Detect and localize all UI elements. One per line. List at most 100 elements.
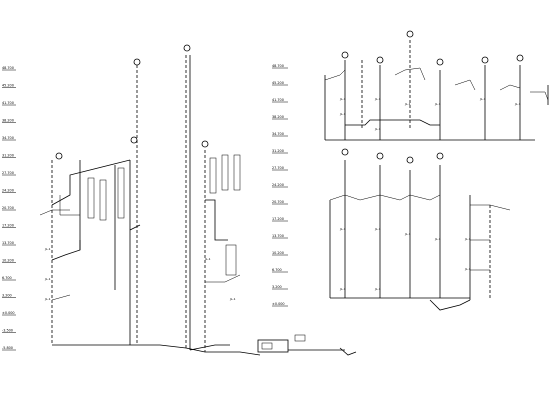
fixture-label: JL-1 <box>44 247 51 251</box>
level-label: 41.700 <box>2 101 14 105</box>
fixture-stack <box>209 157 217 194</box>
fixture-label: JL-1 <box>479 97 486 101</box>
fixture-label: JL-1 <box>339 97 346 101</box>
right-bottom-system <box>329 148 511 311</box>
left-level-labels: 48.700 45.200 41.700 38.200 34.700 31.200 27.7… <box>2 66 16 351</box>
collector-pipe <box>52 344 261 356</box>
fixture-label: JL-1 <box>464 237 471 241</box>
level-label: 10.200 <box>272 251 284 255</box>
fixture-label: JL-1 <box>44 297 51 301</box>
branch-pipe <box>470 204 511 211</box>
branch-pipe <box>329 194 441 201</box>
level-label: 31.200 <box>272 149 284 153</box>
fixture-label: JL-1 <box>374 287 381 291</box>
level-label: 41.700 <box>272 98 284 102</box>
branch-pipe <box>51 294 71 301</box>
riser-tag <box>376 56 384 64</box>
riser-tag <box>133 58 141 66</box>
fixture-label: JL-1 <box>434 237 441 241</box>
tank-box <box>257 339 289 353</box>
tank-box <box>261 342 273 350</box>
level-label: 17.200 <box>272 217 284 221</box>
level-label: 24.200 <box>272 183 284 187</box>
level-label: 48.700 <box>272 64 284 68</box>
fixture-label: JL-1 <box>229 297 236 301</box>
level-label: 31.200 <box>2 154 14 158</box>
branch-pipe <box>205 274 241 283</box>
level-label: 10.200 <box>2 259 14 263</box>
level-label: 27.700 <box>272 166 284 170</box>
riser-tag <box>516 54 524 62</box>
branch-pipe <box>324 69 346 81</box>
level-label: 6.700 <box>272 268 282 272</box>
fixture-label: JL-1 <box>44 277 51 281</box>
riser-tag <box>341 51 349 59</box>
riser-tag <box>406 156 414 164</box>
riser-tag <box>55 152 63 160</box>
fixture-label: JL-1 <box>374 127 381 131</box>
riser-tag <box>436 152 444 160</box>
valve-box <box>294 334 306 342</box>
level-label: 20.700 <box>2 206 14 210</box>
branch-pipe <box>454 79 476 91</box>
level-label: -5.800 <box>2 346 13 350</box>
level-label: ±0.000 <box>2 311 15 315</box>
right-top-system <box>324 30 549 141</box>
level-label: 38.200 <box>272 115 284 119</box>
fixture-label: JL-1 <box>404 102 411 106</box>
mid-level-labels: 48.70045.20041.70038.20034.70031.20027.7… <box>272 64 288 307</box>
branch-pipe <box>51 240 81 261</box>
fixture-label: JL-1 <box>339 287 346 291</box>
left-system <box>39 44 357 356</box>
branch-pipe <box>345 119 440 126</box>
riser-tag <box>406 30 414 38</box>
level-label: 45.200 <box>2 84 14 88</box>
riser-tag <box>130 136 138 144</box>
riser-tag <box>436 58 444 66</box>
level-label: 13.700 <box>272 234 284 238</box>
riser-tag <box>183 44 191 52</box>
fixture-stack <box>87 177 95 219</box>
level-label: 20.700 <box>272 200 284 204</box>
fixture-label: JL-1 <box>514 102 521 106</box>
branch-pipe <box>59 195 80 216</box>
fixture-label: JL-1 <box>204 257 211 261</box>
riser-tag <box>201 140 209 148</box>
level-label: 3.200 <box>2 294 12 298</box>
fixture-label: JL-1 <box>339 112 346 116</box>
fixture-stack <box>225 244 237 276</box>
branch-pipe <box>51 159 131 206</box>
fixture-label: JL-1 <box>374 97 381 101</box>
level-label: -3.500 <box>2 329 13 333</box>
level-label: 34.700 <box>2 136 14 140</box>
level-label: 17.200 <box>2 224 14 228</box>
branch-pipe <box>530 91 549 101</box>
fixture-label: JL-1 <box>374 227 381 231</box>
fixture-label: JL-1 <box>339 227 346 231</box>
level-label: 48.700 <box>2 66 14 70</box>
fixture-label: JL-1 <box>434 102 441 106</box>
level-label: 3.200 <box>272 285 282 289</box>
level-label: 13.700 <box>2 241 14 245</box>
fixture-label: JL-1 <box>404 232 411 236</box>
riser-tag <box>376 152 384 160</box>
fixture-stack <box>233 154 241 191</box>
branch-pipe <box>429 299 471 311</box>
fixture-label: JL-1 <box>464 267 471 271</box>
fixture-stack <box>117 167 125 219</box>
level-label: 6.700 <box>2 276 12 280</box>
level-label: 24.200 <box>2 189 14 193</box>
branch-pipe <box>394 67 426 81</box>
level-label: 34.700 <box>272 132 284 136</box>
riser-tag <box>481 56 489 64</box>
riser-tag <box>341 148 349 156</box>
level-label: 27.700 <box>2 171 14 175</box>
branch-pipe <box>129 224 141 231</box>
branch-pipe <box>39 209 70 216</box>
level-label: 38.200 <box>2 119 14 123</box>
fixture-stack <box>99 179 107 221</box>
branch-pipe <box>499 84 521 91</box>
fixture-stack <box>221 154 229 191</box>
